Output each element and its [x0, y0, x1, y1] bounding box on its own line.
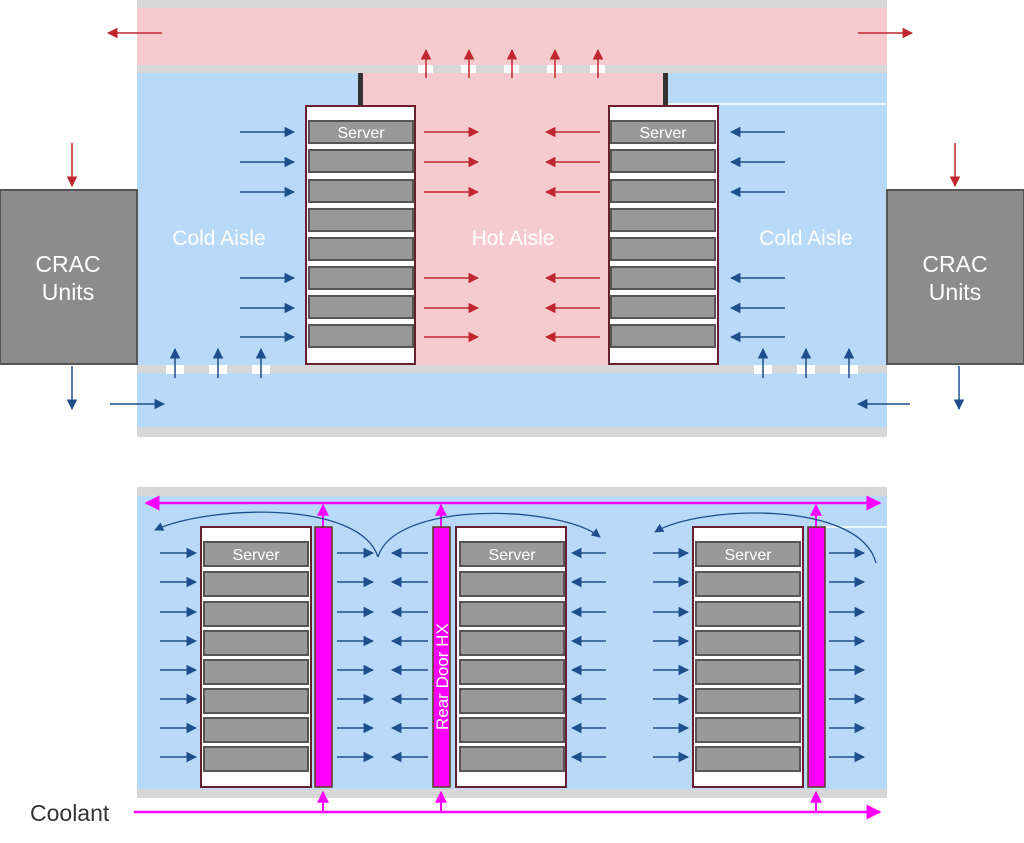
floor-slab: [137, 427, 887, 437]
rack1-rear-door-hx: [314, 526, 333, 788]
cold-aisle-right-label: Cold Aisle: [759, 227, 852, 250]
rack-left-servers: [308, 120, 414, 348]
bottom-arrows-rack2-intake: [570, 547, 606, 763]
bottom-arrows-rack3-intake: [653, 547, 690, 763]
hot-exhaust-arrows-left: [424, 126, 480, 343]
coolant-risers: [317, 503, 822, 812]
crac-left-label-line1: CRAC: [35, 251, 100, 277]
rack1-servers: [203, 541, 309, 772]
bottom-ceiling: [137, 487, 887, 496]
rack-left-server-label: Server: [337, 125, 385, 142]
raised-floor-tile: [137, 365, 887, 373]
rack2-servers: [459, 541, 565, 772]
rear-door-hx-label: Rear Door HX: [433, 623, 452, 730]
rack1-server-label: Server: [232, 547, 280, 564]
recirculation-curves: [154, 511, 877, 564]
coolant-label: Coolant: [30, 800, 110, 826]
bottom-floor: [137, 789, 887, 798]
rack-right-servers: [610, 120, 716, 348]
cold-intake-arrows-left: [240, 126, 296, 343]
bottom-arrows-rack3-exhaust: [829, 547, 866, 763]
bottom-arrows-rack1-exhaust: [337, 547, 375, 763]
bottom-arrows-rack2-exhaust: [390, 547, 428, 763]
bottom-arrows-rack1-intake: [160, 547, 198, 763]
rack3-servers: [695, 541, 801, 772]
bottom-rack-3: Server: [692, 526, 826, 788]
ceiling-vent-arrows: [420, 48, 604, 78]
top-diagram: CRAC Units CRAC Units Cold Aisle Hot Ais…: [0, 0, 1024, 437]
hot-exhaust-arrows-right: [544, 126, 600, 343]
server-rack-left: Server: [305, 105, 416, 365]
containment-wall-left: [358, 73, 363, 105]
rack2-server-label: Server: [488, 547, 536, 564]
containment-wall-right: [663, 73, 668, 105]
rack2-rear-door-hx: [432, 526, 451, 788]
crac-right-label-line2: Units: [929, 279, 981, 305]
hot-aisle-label: Hot Aisle: [472, 227, 555, 250]
server-rack-right: Server: [608, 105, 719, 365]
underfloor-plenum: [137, 373, 887, 427]
crac-unit-left: CRAC Units: [0, 189, 138, 365]
bottom-rack-1: Server: [200, 526, 333, 788]
crac-left-label-line2: Units: [42, 279, 94, 305]
rack3-server-label: Server: [724, 547, 772, 564]
floor-vent-arrows: [169, 347, 855, 378]
crac-unit-right: CRAC Units: [886, 189, 1024, 365]
cold-intake-arrows-right: [729, 126, 785, 343]
rack3-rear-door-hx: [807, 526, 826, 788]
bottom-rack-2: Server Rear Door HX: [432, 526, 567, 788]
rack-right-server-label: Server: [639, 125, 687, 142]
cold-aisle-left-label: Cold Aisle: [172, 227, 265, 250]
bottom-diagram: Coolant: [30, 487, 887, 826]
crac-right-label-line1: CRAC: [922, 251, 987, 277]
ceiling-plenum: [137, 0, 887, 8]
